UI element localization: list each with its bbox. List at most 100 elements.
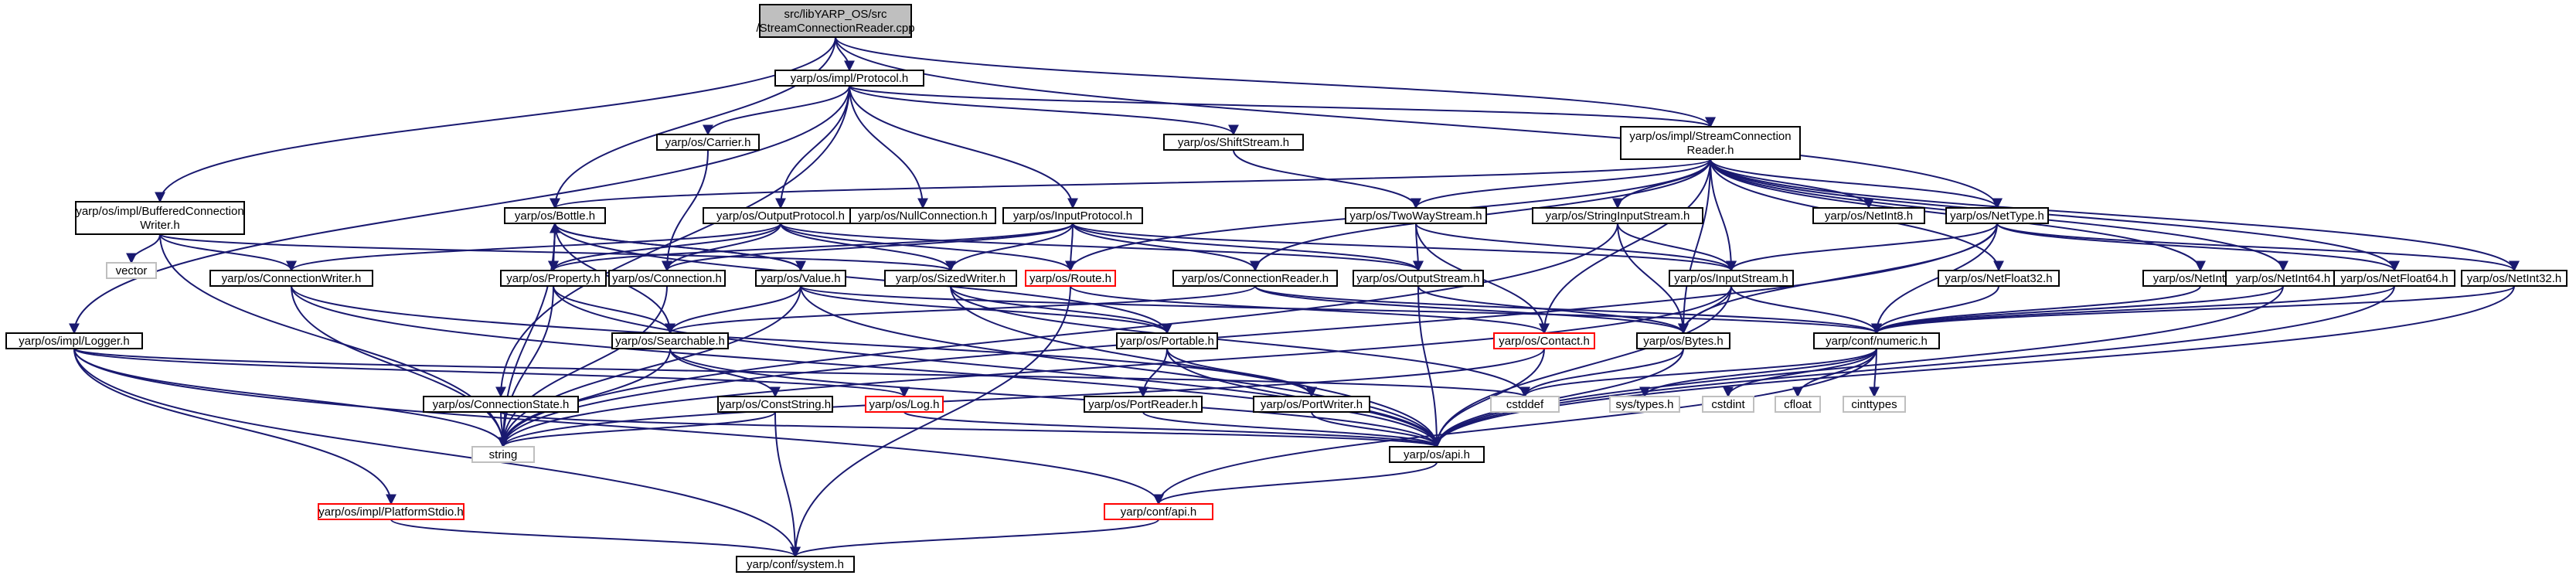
edge-connectionreader-to-numeric [1254, 285, 1882, 335]
node-cstddef: cstddef [1490, 396, 1560, 413]
edge-inputprotocol-to-route [1065, 223, 1077, 272]
node-numeric[interactable]: yarp/conf/numeric.h [1813, 332, 1940, 349]
node-box [1002, 207, 1143, 224]
edge-layer [69, 36, 2520, 558]
node-confapi[interactable]: yarp/conf/api.h [1104, 503, 1213, 520]
node-outputprotocol[interactable]: yarp/os/OutputProtocol.h [703, 207, 859, 224]
edge-connectionwriter-to-osapi [291, 285, 1442, 448]
edge-protocol-to-outputprotocol [775, 85, 850, 209]
node-box [1104, 503, 1213, 520]
node-portreader[interactable]: yarp/os/PortReader.h [1084, 396, 1203, 413]
node-netint8[interactable]: yarp/os/NetInt8.h [1812, 207, 1925, 224]
node-twowaystream[interactable]: yarp/os/TwoWayStream.h [1345, 207, 1487, 224]
edge-inputprotocol-to-inputstream [1072, 223, 1737, 272]
edge-searchable-to-string [498, 348, 671, 448]
edge-sizedwriter-to-cstddef [950, 285, 1530, 398]
edge-inputprotocol-to-outputstream [1072, 223, 1424, 272]
node-label: yarp/os/StringInputStream.h [1546, 209, 1690, 223]
node-conststring[interactable]: yarp/os/ConstString.h [717, 396, 833, 413]
node-label: yarp/conf/api.h [1121, 505, 1196, 519]
node-root[interactable]: src/libYARP_OS/src/StreamConnectionReade… [756, 4, 915, 38]
edge-bottle-to-string [498, 223, 556, 448]
node-netfloat64[interactable]: yarp/os/NetFloat64.h [2333, 270, 2455, 287]
node-box [1813, 332, 1940, 349]
edge-streamreader-to-nettype [1710, 158, 2003, 209]
node-box [1609, 396, 1680, 413]
node-label: yarp/os/Log.h [869, 398, 940, 411]
edge-sizedwriter-to-osapi [950, 285, 1442, 448]
edge-value-to-bottle [550, 222, 801, 271]
node-bottle[interactable]: yarp/os/Bottle.h [504, 207, 606, 224]
node-platformstdio[interactable]: yarp/os/impl/PlatformStdio.h [318, 503, 464, 520]
node-connection[interactable]: yarp/os/Connection.h [608, 270, 726, 287]
edge-numeric-to-cinttypes [1869, 348, 1880, 398]
node-label: yarp/os/impl/BufferedConnection [76, 205, 243, 218]
node-portwriter[interactable]: yarp/os/PortWriter.h [1253, 396, 1370, 413]
node-netint64[interactable]: yarp/os/NetInt64.h [2225, 270, 2341, 287]
node-contact[interactable]: yarp/os/Contact.h [1493, 332, 1595, 349]
node-carrier[interactable]: yarp/os/Carrier.h [656, 134, 760, 151]
node-box [5, 332, 143, 349]
edge-inputprotocol-to-sizedwriter [945, 223, 1074, 272]
edge-outputprotocol-to-route [780, 223, 1076, 272]
node-box [1353, 270, 1484, 287]
node-label: Writer.h [140, 219, 179, 232]
node-box [2333, 270, 2455, 287]
node-nettype[interactable]: yarp/os/NetType.h [1945, 207, 2049, 224]
node-searchable[interactable]: yarp/os/Searchable.h [611, 332, 729, 349]
edge-bytes-to-cstddef [1519, 348, 1684, 398]
node-portable[interactable]: yarp/os/Portable.h [1116, 332, 1218, 349]
edge-property-to-string [498, 285, 554, 448]
node-box [774, 70, 924, 87]
node-logger[interactable]: yarp/os/impl/Logger.h [5, 332, 143, 349]
edge-outputprotocol-to-connectionwriter [286, 223, 781, 272]
edge-logger-to-confapi [73, 348, 1164, 505]
edge-inputstream-to-bytes [1678, 285, 1732, 335]
edge-searchable-to-osapi [669, 348, 1442, 448]
edge-portreader-to-osapi [1142, 411, 1442, 448]
node-label: cstdint [1711, 398, 1745, 411]
node-outputstream[interactable]: yarp/os/OutputStream.h [1353, 270, 1484, 287]
node-label: yarp/os/impl/Logger.h [19, 335, 129, 348]
node-osapi[interactable]: yarp/os/api.h [1389, 446, 1485, 463]
node-box [1843, 396, 1906, 413]
node-label: cstddef [1506, 398, 1544, 411]
node-label: yarp/os/SizedWriter.h [896, 272, 1006, 285]
edge-logger-to-system [73, 348, 801, 558]
node-route[interactable]: yarp/os/Route.h [1025, 270, 1116, 287]
node-label: yarp/os/Value.h [761, 272, 840, 285]
node-sizedwriter[interactable]: yarp/os/SizedWriter.h [884, 270, 1017, 287]
node-label: /StreamConnectionReader.cpp [756, 22, 914, 35]
node-inputprotocol[interactable]: yarp/os/InputProtocol.h [1002, 207, 1143, 224]
node-netfloat32[interactable]: yarp/os/NetFloat32.h [1938, 270, 2060, 287]
node-connectionwriter[interactable]: yarp/os/ConnectionWriter.h [209, 270, 373, 287]
edge-property-to-osapi [553, 285, 1442, 448]
node-inputstream[interactable]: yarp/os/InputStream.h [1669, 270, 1794, 287]
node-box [1163, 134, 1304, 151]
edge-netfloat64-to-osapi [1431, 285, 2395, 448]
node-connectionstate[interactable]: yarp/os/ConnectionState.h [423, 396, 579, 413]
edge-value-to-numeric [800, 285, 1882, 335]
node-value[interactable]: yarp/os/Value.h [755, 270, 846, 287]
node-connectionreader[interactable]: yarp/os/ConnectionReader.h [1172, 270, 1338, 287]
node-label: yarp/os/NetInt32.h [2467, 272, 2562, 285]
node-system[interactable]: yarp/conf/system.h [736, 556, 855, 573]
node-box [1025, 270, 1116, 287]
node-nullconnection[interactable]: yarp/os/NullConnection.h [849, 207, 996, 224]
node-shiftstream[interactable]: yarp/os/ShiftStream.h [1163, 134, 1304, 151]
node-property[interactable]: yarp/os/Property.h [500, 270, 607, 287]
node-streamreader[interactable]: yarp/os/impl/StreamConnectionReader.h [1620, 126, 1801, 160]
edge-protocol-to-logger [69, 85, 850, 335]
edge-root-to-bottle [550, 36, 836, 209]
node-log[interactable]: yarp/os/Log.h [865, 396, 944, 413]
node-bytes[interactable]: yarp/os/Bytes.h [1636, 332, 1730, 349]
node-netint32[interactable]: yarp/os/NetInt32.h [2461, 270, 2567, 287]
node-box [471, 446, 535, 463]
node-stringinputstream[interactable]: yarp/os/StringInputStream.h [1532, 207, 1703, 224]
node-label: yarp/os/NetFloat32.h [1945, 272, 2052, 285]
edge-numeric-to-cstdint [1723, 348, 1877, 398]
node-label: yarp/os/InputStream.h [1674, 272, 1788, 285]
edge-inputstream-to-numeric [1730, 285, 1882, 335]
node-protocol[interactable]: yarp/os/impl/Protocol.h [774, 70, 924, 87]
